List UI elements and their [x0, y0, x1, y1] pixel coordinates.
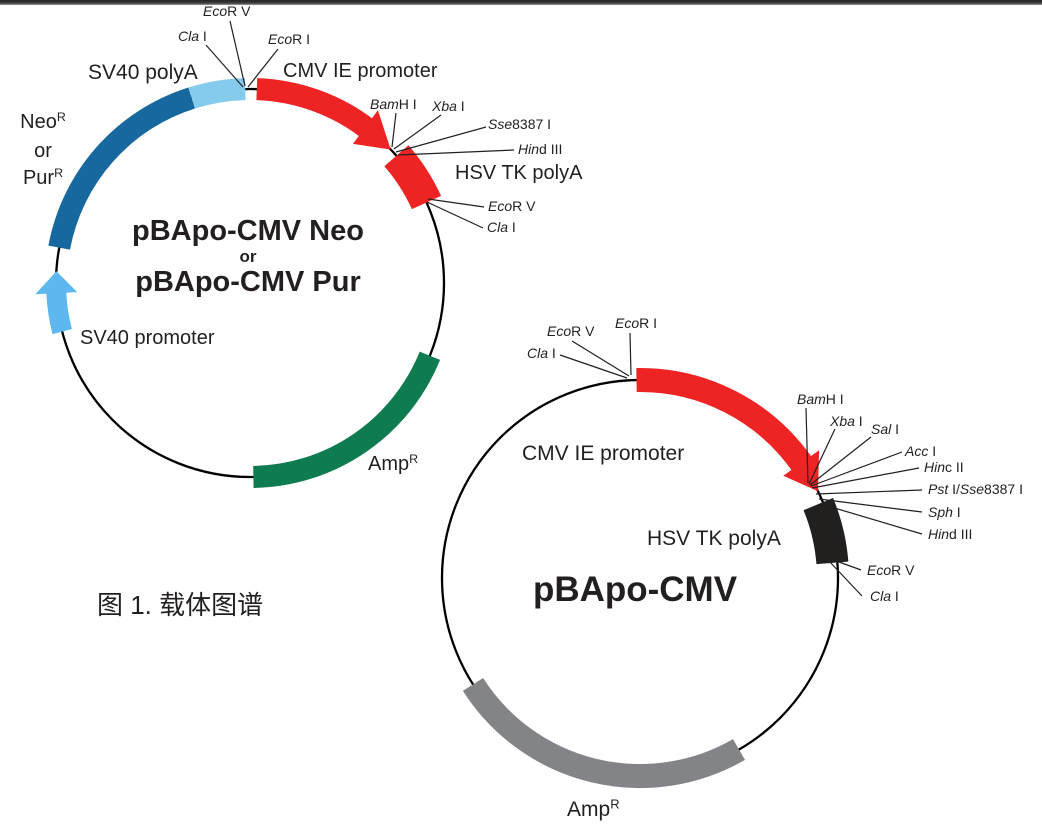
plasmid-2-site-line-clai-top	[559, 354, 628, 379]
plasmid-2-feature-hsv-tk-polya	[803, 497, 849, 565]
plasmid-2-site-line-bamhi	[805, 407, 809, 484]
plasmid-1-site-line-sse8387i	[395, 126, 487, 153]
plasmid-1-feature-amp-r	[253, 351, 441, 488]
plasmid-1-feature-label-sv40-promoter: SV40 promoter	[80, 327, 215, 349]
plasmid-1-feature-hsv-tk-polya	[384, 145, 442, 210]
plasmid-2-feature-label-amp-r: AmpR	[567, 797, 620, 821]
plasmid-2-feature-label-cmv-ie-promoter: CMV IE promoter	[522, 442, 684, 465]
plasmid-2-site-line-xbai	[808, 428, 836, 485]
plasmid-1-site-label-ecori-top: EcoR I	[268, 31, 310, 47]
plasmid-1-site-label-hindiii: Hind III	[518, 141, 562, 157]
plasmid-2-site-line-hincii	[811, 467, 920, 489]
plasmid-2-site-label-ecorv-top: EcoR V	[547, 323, 595, 339]
plasmid-1-feature-sv40-promoter-arrowhead	[35, 271, 78, 295]
plasmid-2-site-line-ecorv-top	[571, 340, 630, 377]
plasmid-2-site-label-sali: Sal I	[871, 421, 899, 437]
plasmid-1-site-label-bamhi: BamH I	[370, 96, 417, 112]
plasmid-2-site-label-clai-low: Cla I	[870, 588, 899, 604]
plasmid-1-feature-label-neo-r-or-pur-r: NeoR	[20, 110, 66, 133]
plasmid-2-site-label-acci: Acc I	[904, 443, 936, 459]
plasmid-2-site-line-sali	[809, 436, 872, 486]
plasmid-1-site-label-sse8387i: Sse8387 I	[488, 116, 551, 132]
page-top-border	[0, 0, 1042, 5]
plasmid-2-site-label-ecorv-low: EcoR V	[867, 562, 915, 578]
plasmid-1-feature-label-sv40-polya: SV40 polyA	[88, 61, 198, 84]
plasmid-2-title-line-0: pBApo-CMV	[533, 570, 738, 609]
plasmid-1-feature-label-neo-r-or-pur-r: PurR	[23, 166, 63, 189]
plasmid-2-feature-label-hsv-tk-polya: HSV TK polyA	[647, 527, 781, 550]
plasmid-1-feature-label-cmv-ie-promoter: CMV IE promoter	[283, 60, 438, 82]
plasmid-1-site-line-ecorv-top	[229, 20, 246, 87]
plasmid-1-site-line-ecori-top	[247, 48, 279, 88]
plasmid-2-feature-amp-r	[462, 677, 745, 789]
plasmid-1-site-line-ecorv-low	[427, 198, 485, 208]
plasmid-2-site-label-hincii: Hinc II	[924, 459, 964, 475]
plasmid-2-site-line-psti-sse8387i	[815, 489, 923, 495]
plasmid-1-site-line-clai-low	[426, 201, 484, 229]
plasmid-2-site-line-sphi	[818, 498, 923, 513]
plasmid-1-site-line-hindiii	[397, 149, 515, 156]
plasmid-1-feature-cmv-ie-promoter-arrowhead	[352, 110, 391, 150]
plasmid-1-feature-sv40-polya	[188, 78, 246, 109]
plasmid-1-title-line-1: or	[240, 247, 257, 266]
plasmid-2-site-label-xbai: Xba I	[829, 413, 863, 429]
plasmid-1-feature-label-amp-r: AmpR	[368, 452, 418, 475]
plasmid-1-site-label-clai-low: Cla I	[487, 219, 516, 235]
plasmid-1-feature-cmv-ie-promoter	[256, 78, 375, 138]
plasmid-1-title-line-2: pBApo-CMV Pur	[135, 266, 361, 298]
plasmid-1-site-line-bamhi	[391, 112, 397, 148]
plasmid-1-feature-neo-r-or-pur-r	[48, 87, 196, 250]
plasmid-2-site-line-clai-low	[828, 560, 863, 597]
plasmid-2-site-label-clai-top: Cla I	[527, 345, 556, 361]
plasmid-1-site-label-xbai: Xba I	[431, 98, 465, 114]
plasmid-1-feature-label-hsv-tk-polya: HSV TK polyA	[455, 162, 583, 184]
figure-caption: 图 1. 载体图谱	[97, 590, 263, 620]
plasmid-2-feature-cmv-ie-promoter	[636, 367, 813, 472]
plasmid-2-site-line-ecorv-low	[830, 558, 862, 571]
plasmid-2-site-label-hindiii: Hind III	[928, 526, 972, 542]
plasmid-2-site-label-sphi: Sph I	[928, 504, 961, 520]
plasmid-1-site-label-ecorv-top: EcoR V	[203, 3, 251, 19]
plasmid-2-site-line-ecori-top	[629, 332, 632, 376]
plasmid-2-site-label-psti-sse8387i: Pst I/Sse8387 I	[928, 481, 1023, 497]
plasmid-1-site-line-xbai	[393, 114, 442, 150]
plasmid-1-site-label-clai-top: Cla I	[178, 28, 207, 44]
plasmid-2-site-line-acci	[810, 451, 903, 487]
plasmid-2-site-label-bamhi: BamH I	[797, 391, 844, 407]
plasmid-1-site-label-ecorv-low: EcoR V	[488, 198, 536, 214]
plasmid-1-feature-label-neo-r-or-pur-r: or	[34, 140, 52, 162]
plasmid-2-site-label-ecori-top: EcoR I	[615, 315, 657, 331]
plasmid-1-title-line-0: pBApo-CMV Neo	[132, 215, 364, 247]
plasmid-1-site-line-clai-top	[205, 44, 244, 88]
plasmid-1-feature-sv40-promoter	[46, 290, 72, 335]
plasmid-2-site-line-hindiii	[820, 503, 923, 535]
